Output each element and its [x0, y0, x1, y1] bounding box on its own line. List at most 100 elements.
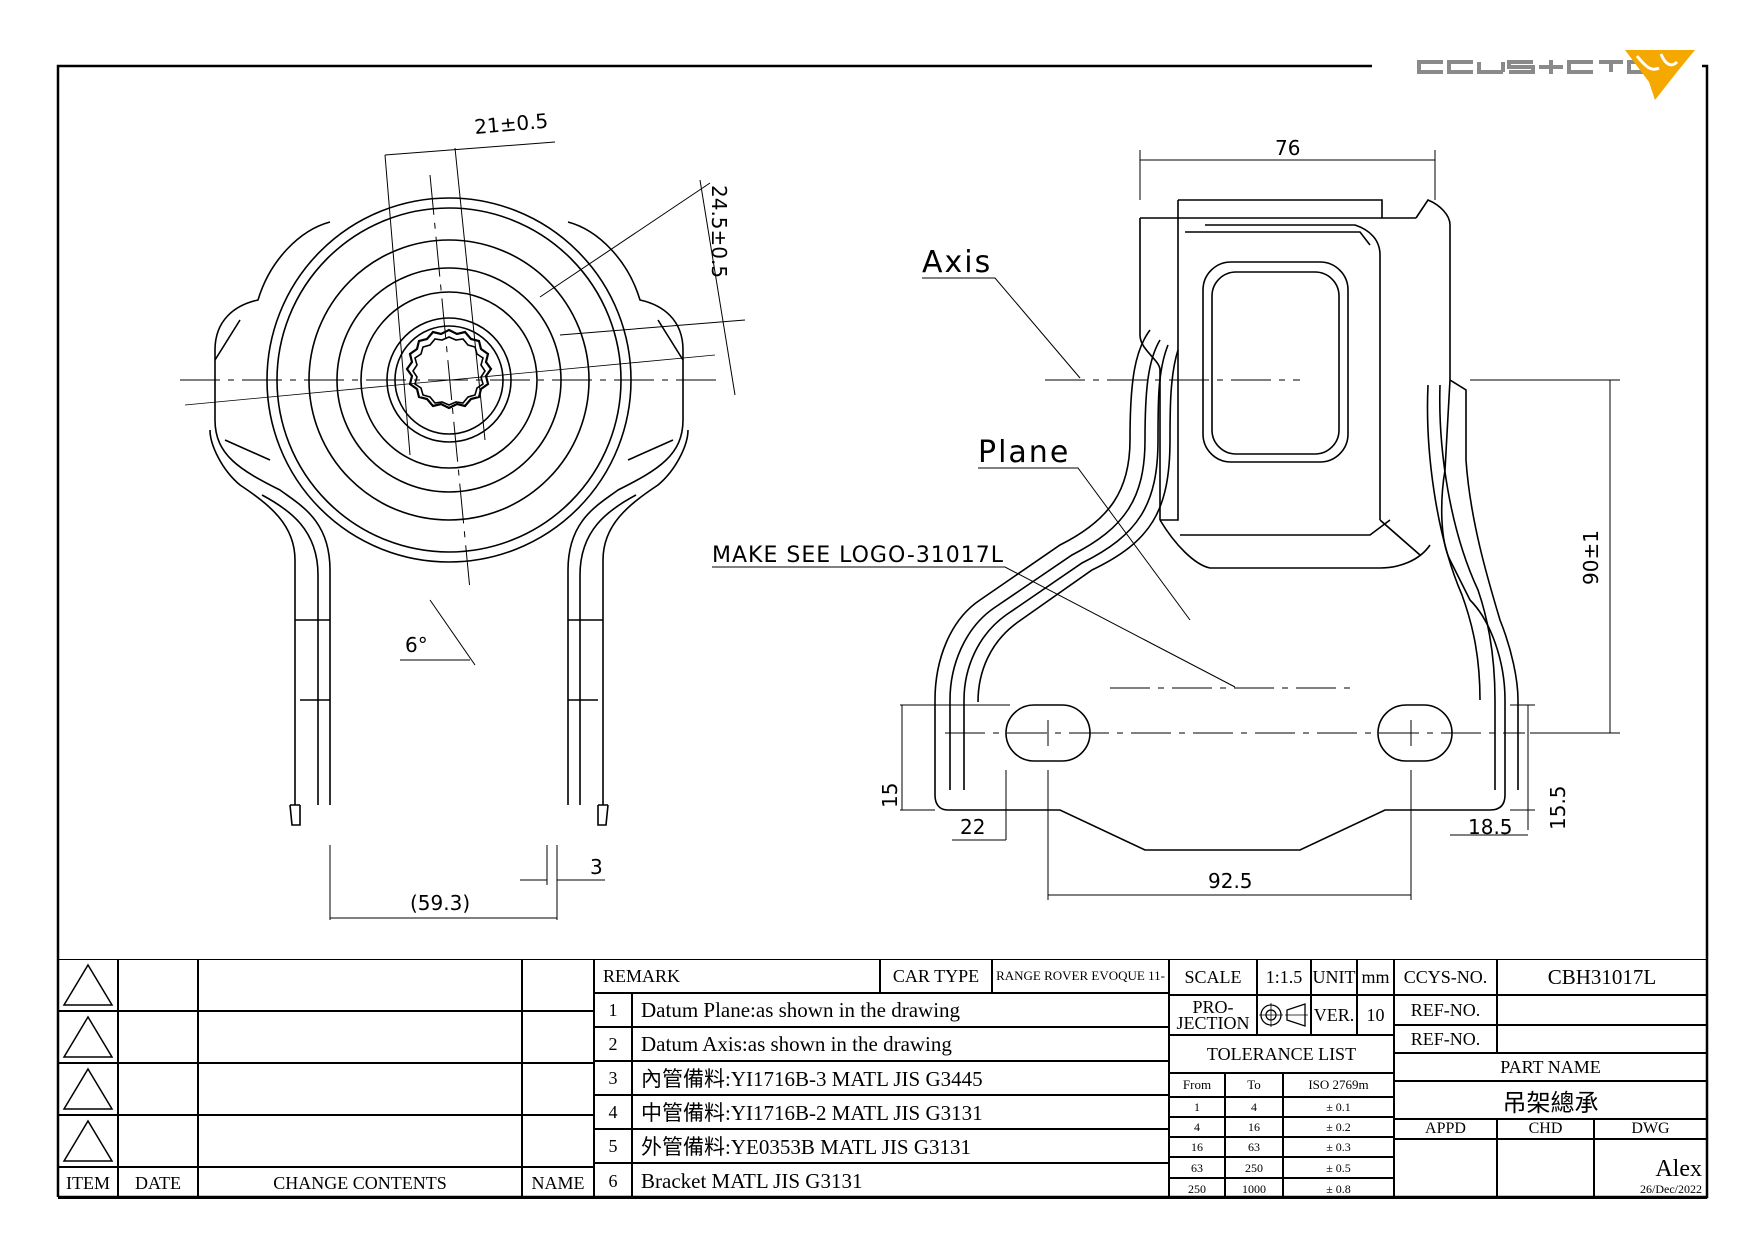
dim-right-offset: 18.5 [1468, 815, 1513, 839]
change-date-1 [118, 959, 198, 1011]
dwg-value: Alex 26/Dec/2022 [1594, 1139, 1707, 1199]
dim-overall: (59.3) [410, 891, 470, 915]
sheet-border-top-left [56, 64, 1372, 1197]
ver-label: VER. [1311, 995, 1357, 1035]
change-contents-1 [198, 959, 522, 1011]
ver-value: 10 [1357, 995, 1394, 1035]
tol-to-2: 16 [1225, 1117, 1283, 1137]
header-item: ITEM [58, 1167, 118, 1199]
first-angle-projection-icon [1259, 1003, 1308, 1027]
tol-from-2: 4 [1169, 1117, 1225, 1137]
projection-label-line1: PRO- [1192, 997, 1234, 1017]
right-view-dimensions [712, 150, 1620, 900]
company-logo [1415, 42, 1695, 102]
ref-no-label-1: REF-NO. [1394, 995, 1497, 1025]
dim-hole-spacing: 92.5 [1208, 869, 1253, 893]
revision-triangle-4 [58, 1115, 118, 1167]
tol-to-1: 4 [1225, 1097, 1283, 1117]
dim-height-tol: 24.5±0.5 [707, 185, 731, 278]
logo-mark [1417, 50, 1695, 100]
tol-value-5: ± 0.8 [1283, 1178, 1394, 1199]
ref-no-value-2 [1497, 1025, 1707, 1053]
unit-label: UNIT [1311, 959, 1357, 995]
remark-text-1: Datum Plane:as shown in the drawing [632, 993, 1169, 1027]
tol-from-3: 16 [1169, 1137, 1225, 1157]
remark-no-4: 4 [594, 1095, 632, 1129]
tol-to-4: 250 [1225, 1157, 1283, 1178]
header-date: DATE [118, 1167, 198, 1199]
change-date-2 [118, 1011, 198, 1063]
tol-to-3: 63 [1225, 1137, 1283, 1157]
ref-no-label-2: REF-NO. [1394, 1025, 1497, 1053]
revision-triangle-1 [58, 959, 118, 1011]
dwg-name: Alex [1655, 1156, 1702, 1182]
change-contents-2 [198, 1011, 522, 1063]
header-change-contents: CHANGE CONTENTS [198, 1167, 522, 1199]
change-name-1 [522, 959, 594, 1011]
tolerance-header-to: To [1225, 1073, 1283, 1097]
appd-label: APPD [1394, 1119, 1497, 1139]
dim-left-offset: 22 [960, 815, 985, 839]
ccys-no-label: CCYS-NO. [1394, 959, 1497, 995]
dim-angle: 6° [405, 633, 428, 657]
car-type-label: CAR TYPE [880, 959, 992, 993]
tol-value-1: ± 0.1 [1283, 1097, 1394, 1117]
title-block: ITEM DATE CHANGE CONTENTS NAME REMARK CA… [58, 959, 1707, 1199]
car-type-value: RANGE ROVER EVOQUE 11- [992, 959, 1169, 993]
unit-value: mm [1357, 959, 1394, 995]
remark-no-6: 6 [594, 1163, 632, 1199]
revision-triangle-3 [58, 1063, 118, 1115]
dwg-label: DWG [1594, 1119, 1707, 1139]
tol-value-2: ± 0.2 [1283, 1117, 1394, 1137]
tol-to-5: 1000 [1225, 1178, 1283, 1199]
remark-no-1: 1 [594, 993, 632, 1027]
tolerance-title: TOLERANCE LIST [1169, 1035, 1394, 1073]
remark-text-5: 外管備料:YE0353B MATL JIS G3131 [632, 1129, 1169, 1163]
right-view [934, 199, 1525, 851]
note-axis: Axis [922, 245, 992, 280]
remark-text-4: 中管備料:YI1716B-2 MATL JIS G3131 [632, 1095, 1169, 1129]
revision-triangle-2 [58, 1011, 118, 1063]
change-date-3 [118, 1063, 198, 1115]
dim-left-hole-h: 15 [878, 783, 902, 808]
tol-from-4: 63 [1169, 1157, 1225, 1178]
tol-from-1: 1 [1169, 1097, 1225, 1117]
left-view [180, 174, 720, 826]
remark-text-2: Datum Axis:as shown in the drawing [632, 1027, 1169, 1061]
dim-thickness: 3 [590, 855, 603, 879]
chd-label: CHD [1497, 1119, 1594, 1139]
remark-label: REMARK [594, 959, 880, 993]
note-logo: MAKE SEE LOGO-31017L [712, 543, 1004, 568]
change-name-4 [522, 1115, 594, 1167]
dim-width-tol: 21±0.5 [473, 109, 549, 139]
scale-value: 1:1.5 [1257, 959, 1311, 995]
header-name: NAME [522, 1167, 594, 1199]
remark-text-3: 內管備料:YI1716B-3 MATL JIS G3445 [632, 1061, 1169, 1095]
note-plane: Plane [978, 435, 1070, 470]
remark-no-3: 3 [594, 1061, 632, 1095]
left-view-dimensions [329, 141, 746, 920]
tol-value-3: ± 0.3 [1283, 1137, 1394, 1157]
projection-label-line2: JECTION [1176, 1013, 1250, 1033]
remark-no-2: 2 [594, 1027, 632, 1061]
change-contents-4 [198, 1115, 522, 1167]
tolerance-header-from: From [1169, 1073, 1225, 1097]
change-name-2 [522, 1011, 594, 1063]
remark-no-5: 5 [594, 1129, 632, 1163]
change-date-4 [118, 1115, 198, 1167]
projection-label: PRO- JECTION [1169, 995, 1257, 1035]
scale-label: SCALE [1169, 959, 1257, 995]
dim-height: 90±1 [1579, 530, 1603, 585]
change-contents-3 [198, 1063, 522, 1115]
appd-value [1394, 1139, 1497, 1199]
sheet-border-bottom-right [58, 64, 1709, 1199]
dim-right-hole-h: 15.5 [1546, 785, 1570, 830]
dim-top-width: 76 [1275, 136, 1300, 160]
dwg-date: 26/Dec/2022 [1640, 1182, 1702, 1196]
chd-value [1497, 1139, 1594, 1199]
tol-value-4: ± 0.5 [1283, 1157, 1394, 1178]
tol-from-5: 250 [1169, 1178, 1225, 1199]
tolerance-header-iso: ISO 2769m [1283, 1073, 1394, 1097]
projection-symbol [1257, 995, 1311, 1035]
